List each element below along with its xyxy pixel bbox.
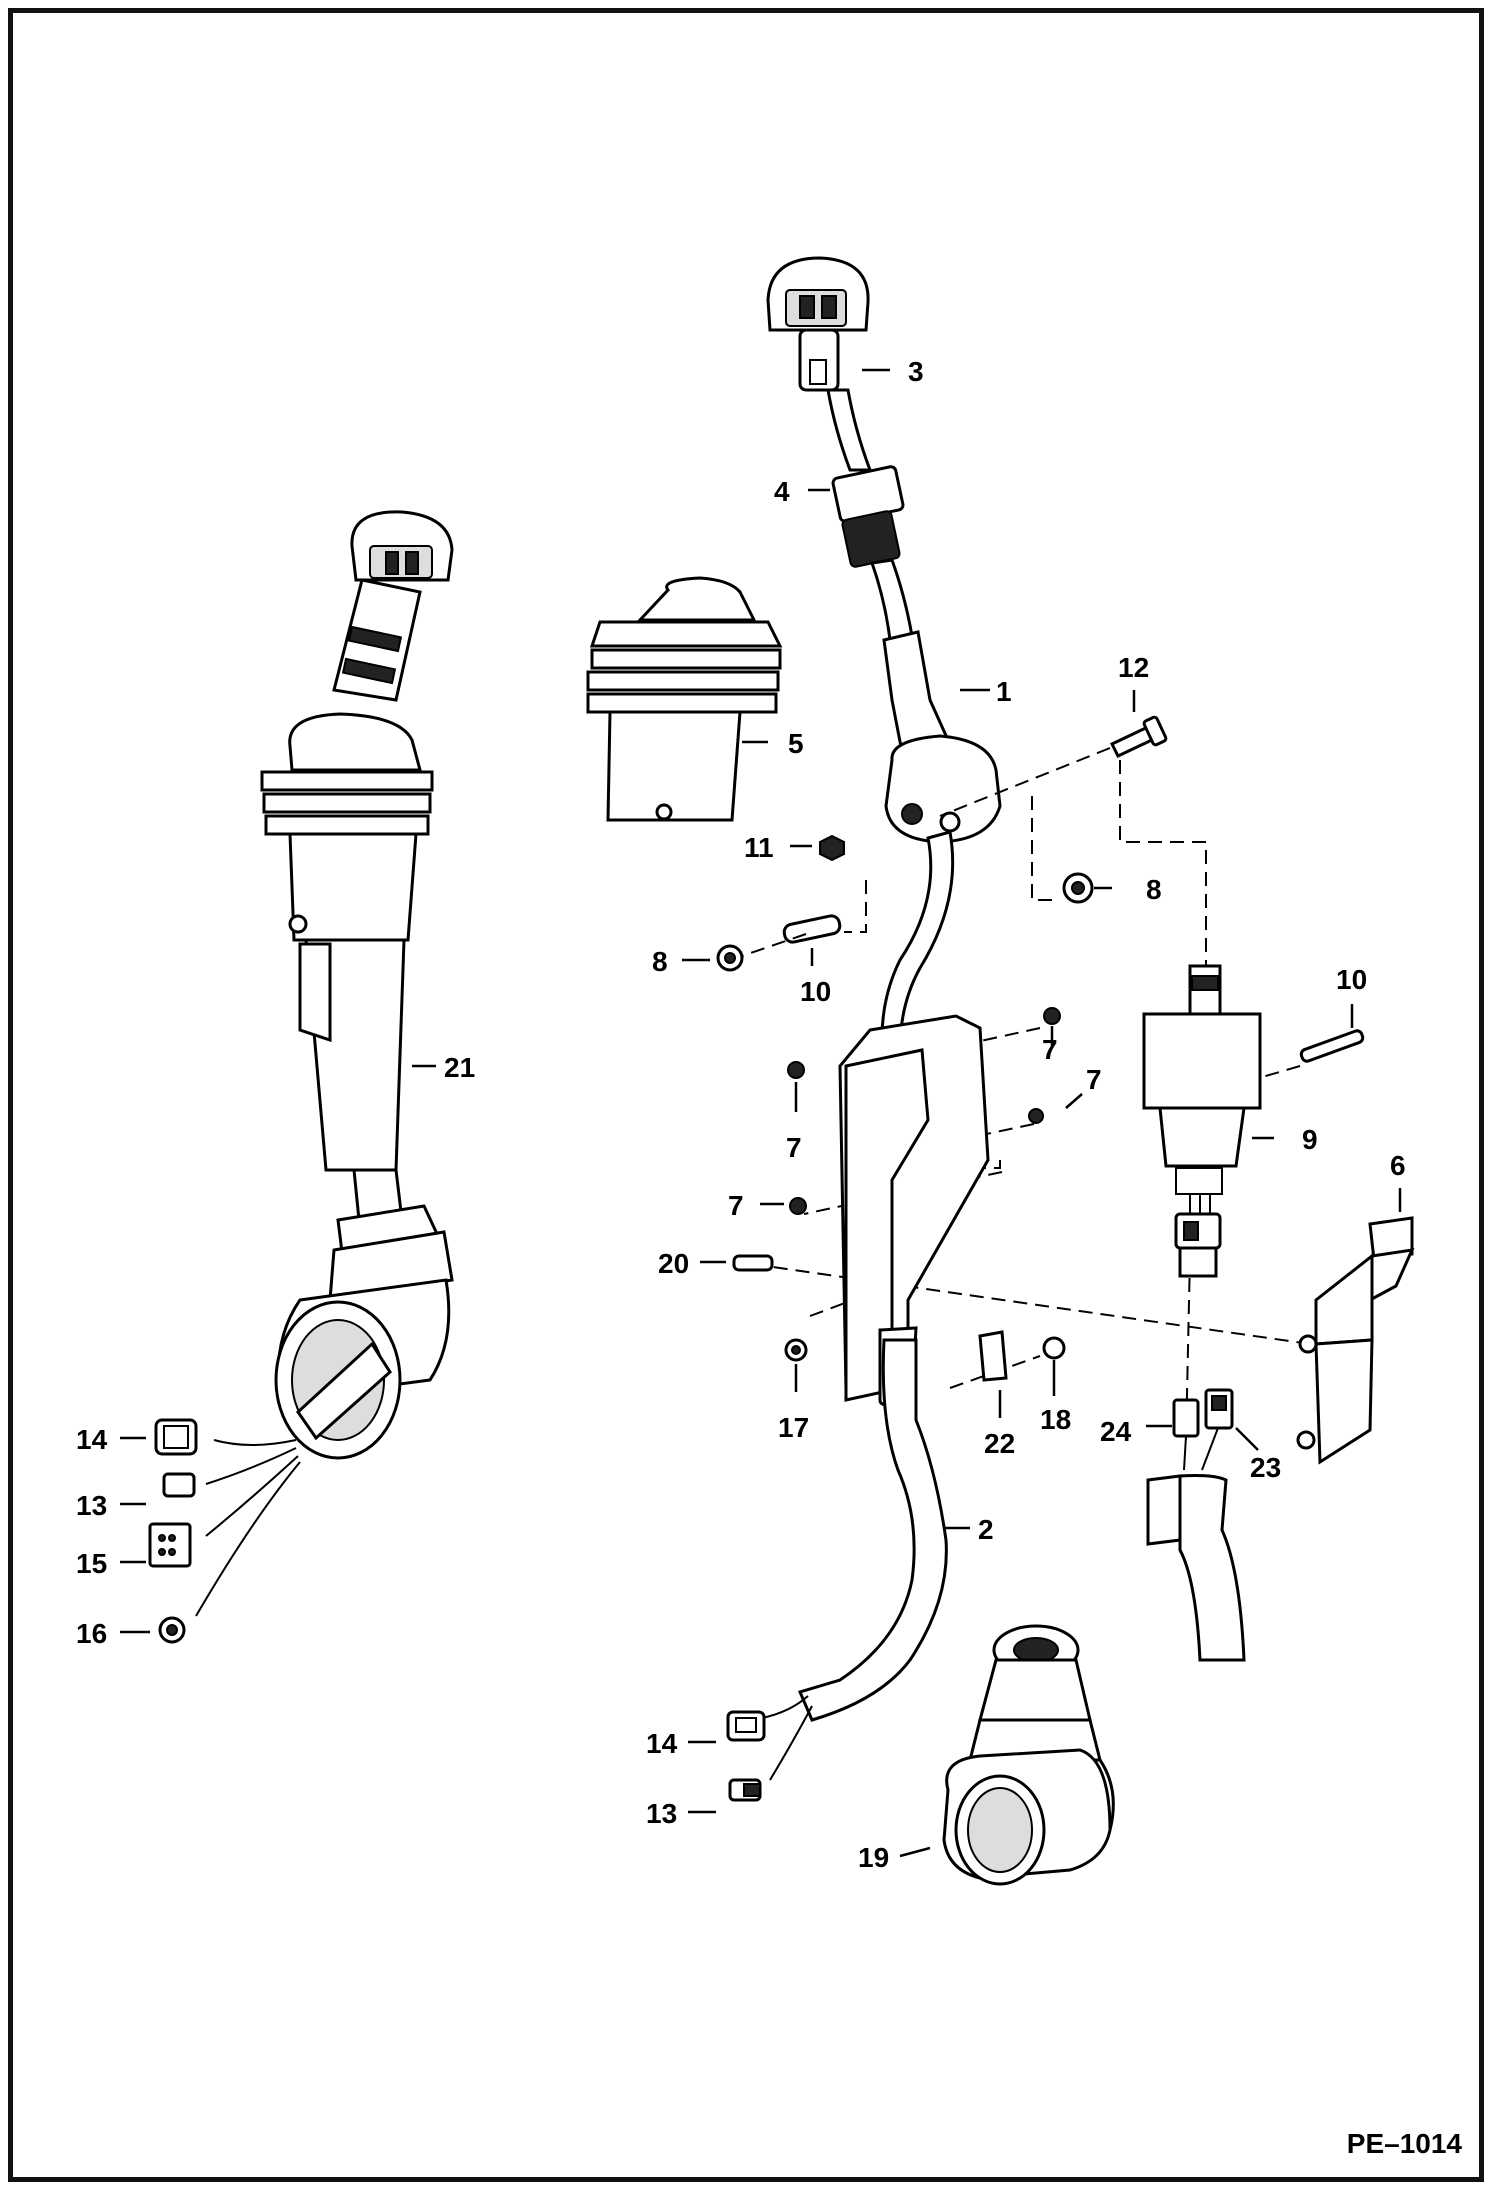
callout-11: 11 <box>744 832 774 863</box>
figure-code: PE–1014 <box>1346 2128 1462 2159</box>
callout-6: 6 <box>1390 1150 1406 1181</box>
diagram-frame <box>8 8 1484 2182</box>
lever-arm-2 <box>797 830 990 1722</box>
callout-24: 24 <box>1100 1416 1132 1447</box>
callout-23: 23 <box>1250 1452 1282 1483</box>
callout-7-b: 7 <box>786 1132 802 1163</box>
plate-22 <box>978 1330 1008 1382</box>
callout-12: 12 <box>1118 652 1150 683</box>
callout-7-d: 7 <box>728 1190 744 1221</box>
pin-10-right <box>1299 1029 1365 1063</box>
rubber-boot-5 <box>586 576 783 822</box>
callout-15: 15 <box>76 1548 108 1579</box>
callout-7-c: 7 <box>1086 1064 1102 1095</box>
callout-7-a: 7 <box>1042 1034 1058 1065</box>
screw-7-d <box>789 1197 807 1215</box>
screw-7-c <box>1028 1108 1044 1124</box>
screw-7-b <box>787 1061 805 1079</box>
callout-14-right: 14 <box>646 1728 678 1759</box>
callout-22: 22 <box>984 1428 1016 1459</box>
pin-10-left <box>782 914 842 944</box>
callout-3: 3 <box>908 356 924 387</box>
callout-18: 18 <box>1040 1404 1072 1435</box>
callout-21: 21 <box>444 1052 476 1083</box>
callout-5: 5 <box>788 728 804 759</box>
callout-16: 16 <box>76 1618 108 1649</box>
callout-13-right: 13 <box>646 1798 678 1829</box>
handle-assembly-21 <box>260 510 454 1460</box>
callout-19: 19 <box>858 1842 890 1873</box>
bracket-6 <box>1296 1216 1415 1465</box>
nut-11 <box>819 834 845 862</box>
callout-20: 20 <box>658 1248 690 1279</box>
callout-17: 17 <box>778 1412 810 1443</box>
callout-2: 2 <box>978 1514 994 1545</box>
callout-1: 1 <box>996 676 1012 707</box>
callout-8-right: 8 <box>1146 874 1162 905</box>
boot-19 <box>942 1624 1115 1886</box>
leader-lines <box>120 368 1402 1858</box>
callout-8-left: 8 <box>652 946 668 977</box>
connectors-23-24 <box>1146 1388 1246 1662</box>
switch-module-9 <box>1142 964 1262 1278</box>
harness-left <box>148 1418 301 1644</box>
handle-body-1 <box>882 630 1002 844</box>
callout-10-right: 10 <box>1336 964 1368 995</box>
bolt-12 <box>1109 715 1168 758</box>
screw-7-a <box>1043 1007 1061 1025</box>
washer-18 <box>1042 1336 1066 1360</box>
harness-right-13-14 <box>726 1695 813 1802</box>
callout-10-left: 10 <box>800 976 832 1007</box>
callout-9: 9 <box>1302 1124 1318 1155</box>
connector-4 <box>831 465 905 568</box>
callout-4: 4 <box>774 476 790 507</box>
handle-grip-3 <box>766 256 870 392</box>
bolt-20 <box>732 1254 774 1272</box>
callout-13-left: 13 <box>76 1490 108 1521</box>
callout-14-left: 14 <box>76 1424 108 1455</box>
